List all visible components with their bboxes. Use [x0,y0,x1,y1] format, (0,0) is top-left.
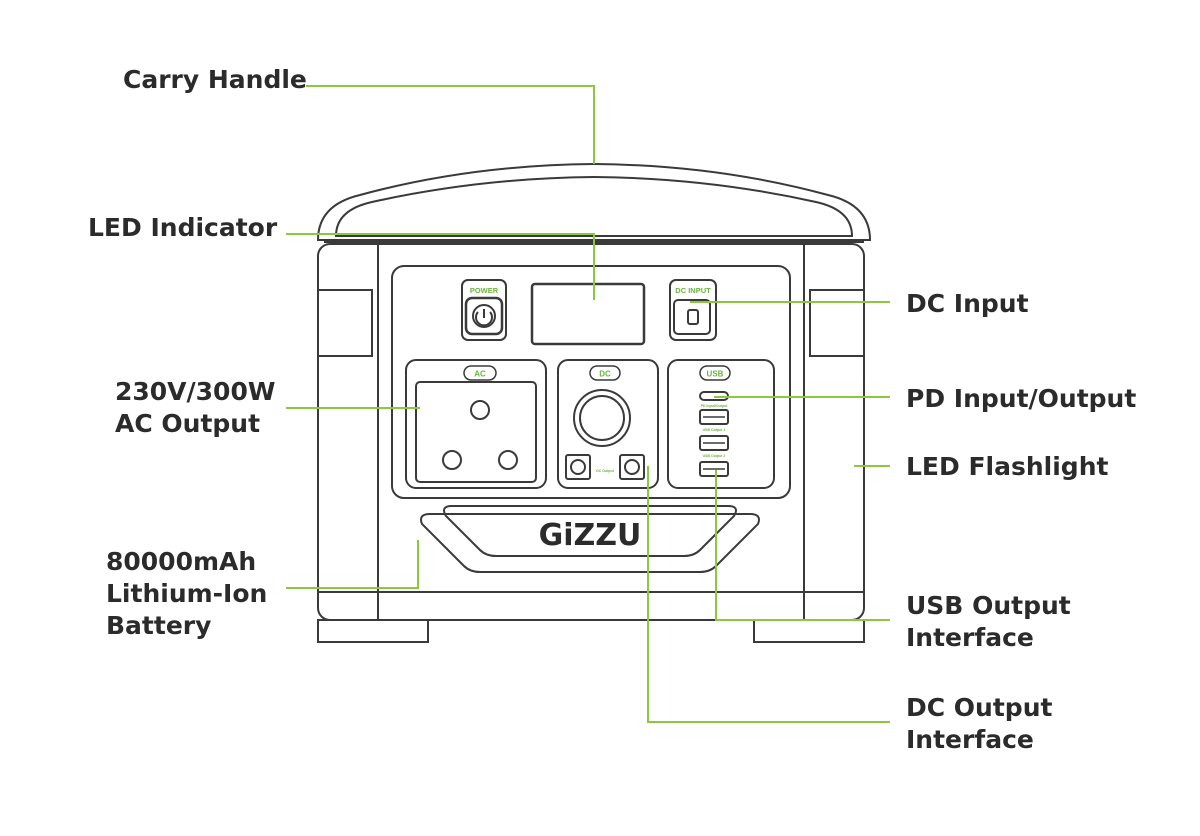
leader-usb-output [715,470,890,621]
ac-socket-left [442,450,462,470]
dc-output-port-2[interactable] [619,454,645,480]
callout-dc-input: DC Input [906,288,1029,320]
ac-badge-text: AC [474,370,486,379]
dc-section [557,359,659,489]
dc-port-tiny-label: DC Output [596,469,614,473]
logo-bezel-outer [420,513,760,573]
leader-led-indicator [286,233,595,300]
ac-socket-top [470,400,490,420]
left-foot [317,619,429,643]
ac-badge [463,365,497,381]
carry-handle-grip [334,175,854,237]
callout-line: AC Output [115,409,261,438]
callout-line: 80000mAh [106,547,257,576]
usb-badge-text: USB [707,370,724,379]
callout-dc-output: DC Output Interface [906,692,1052,756]
usb-port-1-tiny-label: USB Output 1 [703,428,726,432]
logo-bezel-inner [443,505,737,557]
callout-carry-handle: Carry Handle [123,64,307,96]
usb-badge [699,365,731,381]
left-side-grip [318,289,373,357]
callout-pd-io: PD Input/Output [906,383,1136,415]
ac-socket-right [498,450,518,470]
carry-handle [316,162,872,241]
dc-input-port[interactable] [673,299,711,335]
callout-line: 230V/300W [115,377,276,406]
callout-line: DC Output [906,693,1053,722]
right-foot [753,619,865,643]
power-button-label: POWER [470,286,499,295]
callout-usb-output: USB Output Interface [906,590,1071,654]
usb-a-port-2[interactable] [699,435,729,451]
led-indicator-display [530,282,646,346]
pd-port-tiny-label: PD Input/Output [701,404,729,408]
ac-section [405,359,547,489]
power-icon [475,309,493,327]
dc-output-port-1[interactable] [565,454,591,480]
dc-badge [589,365,621,381]
callout-led-indicator: LED Indicator [88,212,277,244]
usb-a-port-1[interactable] [699,409,729,425]
callout-line: Battery [106,611,212,640]
callout-line: USB Output [906,591,1071,620]
power-button[interactable] [464,296,504,336]
usb-a-port-3[interactable] [699,461,729,477]
callout-line: Interface [906,623,1034,652]
usb-section [667,359,775,489]
callout-line: LED Indicator [88,213,278,242]
callout-battery: 80000mAh Lithium-Ion Battery [106,546,267,642]
device-body [317,243,865,621]
callout-line: DC Input [906,289,1029,318]
callout-line: PD Input/Output [906,384,1137,413]
dc-badge-text: DC [599,370,611,379]
callout-line: Carry Handle [123,65,307,94]
callout-ac-output: 230V/300W AC Output [115,376,275,440]
leader-dc-output [647,466,890,723]
leader-carry-handle [306,85,595,164]
callout-line: Interface [906,725,1034,754]
usb-port-2-tiny-label: USB Output 2 [703,454,726,458]
power-button-frame [461,279,507,341]
dc-input-label: DC INPUT [675,286,711,295]
callout-led-flashlight: LED Flashlight [906,451,1108,483]
brand-logo: GiZZU [539,518,642,553]
leader-battery [286,540,419,589]
dc-input-frame [669,279,717,341]
front-panel [391,265,791,499]
right-side-grip [809,289,864,357]
callout-line: LED Flashlight [906,452,1109,481]
car-socket[interactable] [573,389,631,447]
callout-line: Lithium-Ion [106,579,268,608]
